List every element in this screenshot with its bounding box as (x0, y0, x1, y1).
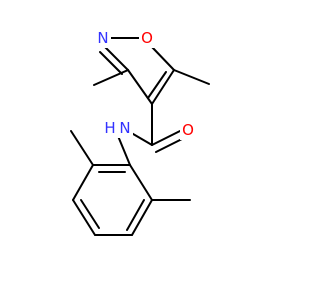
bond-c5-methyl (173, 69, 210, 85)
amide-hydrogen-label: H (104, 119, 115, 137)
amide-nitrogen-label: N (119, 119, 130, 137)
bond-carbonyl-o-double (155, 137, 185, 153)
bond-ar2-ar3-inner (126, 199, 145, 231)
bond-o-c5 (150, 45, 175, 71)
ring-nitrogen-label: N (97, 29, 108, 47)
bond-ar5-ar6 (72, 164, 94, 201)
carbonyl-oxygen-label: O (182, 121, 194, 139)
bond-ar4-ar5 (72, 199, 96, 236)
bond-carbonyl-o (151, 130, 181, 146)
bond-ar4-ar5-inner (80, 199, 100, 229)
bond-c4-c3 (127, 69, 153, 105)
bond-ar2-ar3 (131, 199, 153, 236)
bond-c5-c4 (151, 69, 175, 105)
bond-c3-n-inner (99, 51, 123, 75)
bond-c3-methyl (93, 69, 129, 86)
bond-c3-n (103, 45, 129, 71)
ring-oxygen-label: O (141, 29, 153, 47)
bond-ortho-methyl (70, 130, 94, 166)
bond-n-aryl (117, 135, 131, 166)
bond-ar1-ar2 (129, 164, 153, 201)
structure-svg: N O O H N (70, 28, 210, 236)
bond-c5-c4-inner (147, 71, 167, 99)
molecule-diagram: N O O H N (70, 28, 210, 236)
